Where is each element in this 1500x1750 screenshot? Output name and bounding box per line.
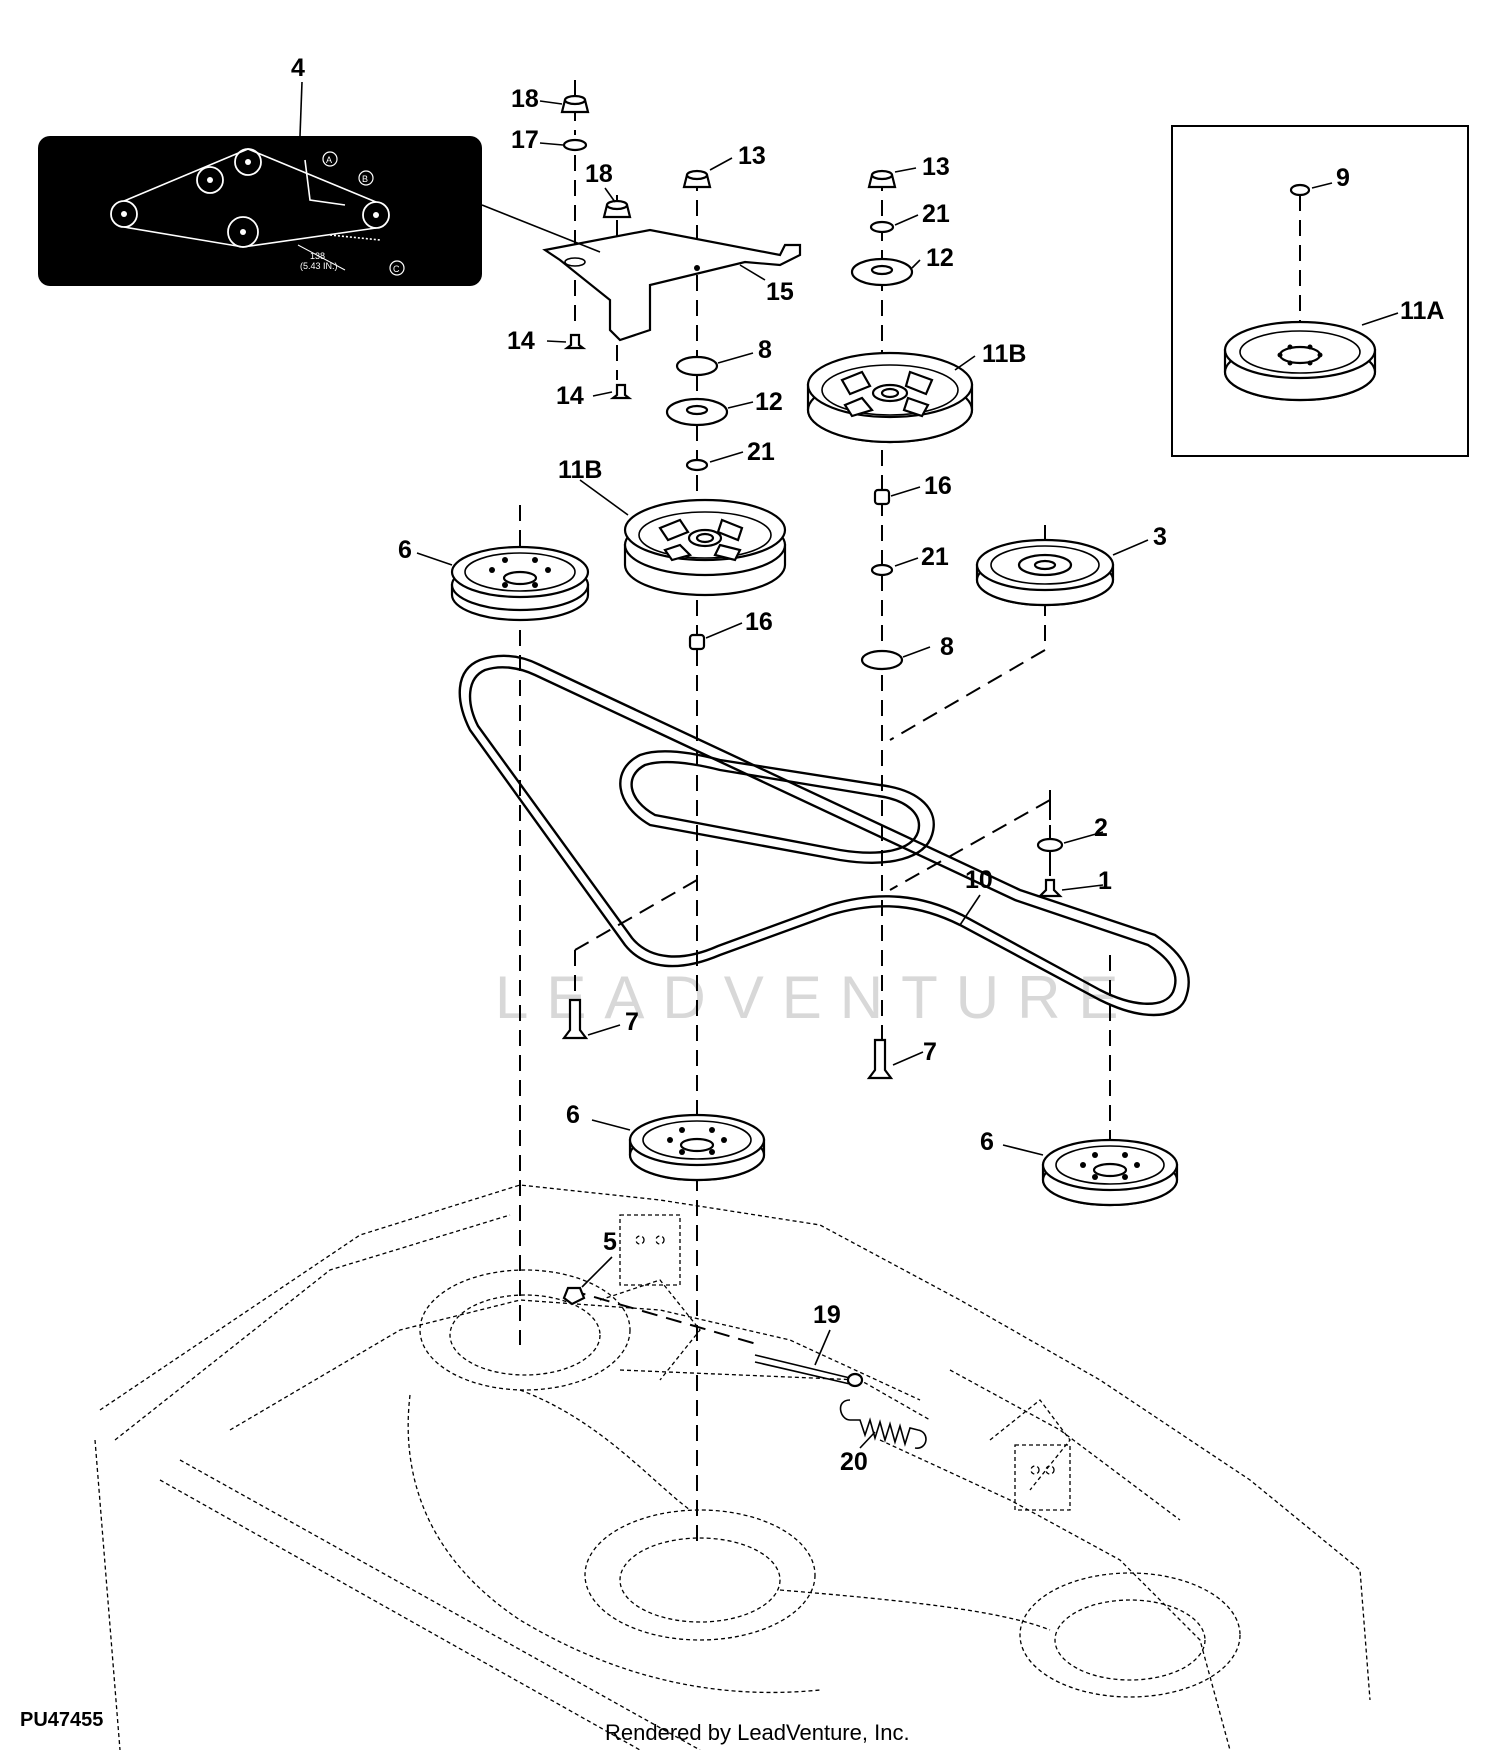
callout-6-lower-right: 6 xyxy=(980,1128,994,1156)
pulley-11A-inset-frame xyxy=(1171,125,1469,457)
callout-7-right: 7 xyxy=(923,1038,937,1066)
callout-20: 20 xyxy=(840,1448,868,1476)
callout-14-lower: 14 xyxy=(556,382,584,410)
callout-10: 10 xyxy=(965,866,993,894)
callout-21-lower: 21 xyxy=(921,543,949,571)
pulley-6-lower-middle xyxy=(628,1113,766,1182)
figure-id: PU47455 xyxy=(20,1709,103,1731)
callout-11A: 11A xyxy=(1400,297,1444,325)
pulley-6-lower-right xyxy=(1041,1138,1179,1207)
callout-8-upper: 8 xyxy=(758,336,772,364)
callout-12-right: 12 xyxy=(926,244,954,272)
callout-21-middle: 21 xyxy=(747,438,775,466)
callout-18-second: 18 xyxy=(585,160,613,188)
callout-21-top: 21 xyxy=(922,200,950,228)
callout-16-middle: 16 xyxy=(745,608,773,636)
callout-2: 2 xyxy=(1094,814,1108,842)
callout-9: 9 xyxy=(1336,164,1350,192)
mower-deck-outline xyxy=(94,1184,1371,1750)
pulley-6-upper-left xyxy=(450,545,590,622)
callout-13-right: 13 xyxy=(922,153,950,181)
hardware xyxy=(542,94,1311,1449)
callout-17: 17 xyxy=(511,126,539,154)
belt-routing-inset: A B C 138 (5.43 IN.) xyxy=(38,136,482,286)
callout-13-middle: 13 xyxy=(738,142,766,170)
inner-belt xyxy=(619,750,935,864)
callout-6-lower-middle: 6 xyxy=(566,1101,580,1129)
callout-16-right: 16 xyxy=(924,472,952,500)
callout-15: 15 xyxy=(766,278,794,306)
rendered-by-credit: Rendered by LeadVenture, Inc. xyxy=(605,1720,910,1745)
callout-6-upper-left: 6 xyxy=(398,536,412,564)
idler-pulley-11B-left xyxy=(623,498,787,597)
callout-1: 1 xyxy=(1098,867,1112,895)
pulley-11A xyxy=(1223,320,1377,402)
watermark: LEADVENTURE xyxy=(495,964,1136,1031)
callout-leaders xyxy=(299,81,1399,1449)
callout-labels: 4 18 17 18 13 13 21 12 15 14 14 8 12 11B… xyxy=(291,54,1444,1476)
callout-3: 3 xyxy=(1153,523,1167,551)
callout-4: 4 xyxy=(291,54,305,82)
callout-5: 5 xyxy=(603,1228,617,1256)
pulley-3 xyxy=(975,538,1115,607)
inset-dimension-mm: 138 xyxy=(310,251,325,261)
callout-18-top: 18 xyxy=(511,85,539,113)
callout-12-middle: 12 xyxy=(755,388,783,416)
callout-11B-right: 11B xyxy=(982,340,1026,368)
callout-14-upper: 14 xyxy=(507,327,535,355)
callout-7-left: 7 xyxy=(625,1008,639,1036)
inset-letter-c: C xyxy=(393,264,400,274)
inset-letter-a: A xyxy=(326,155,332,165)
inset-pointer xyxy=(481,204,601,253)
drive-belt-10 xyxy=(458,654,1190,1017)
callout-11B-left: 11B xyxy=(558,456,602,484)
inset-dimension-in: (5.43 IN.) xyxy=(300,261,338,271)
idler-pulley-11B-right xyxy=(806,351,974,444)
watermark-text: LEADVENTURE xyxy=(495,964,1136,1031)
callout-8-lower: 8 xyxy=(940,633,954,661)
callout-19: 19 xyxy=(813,1301,841,1329)
inset-letter-b: B xyxy=(362,174,368,184)
